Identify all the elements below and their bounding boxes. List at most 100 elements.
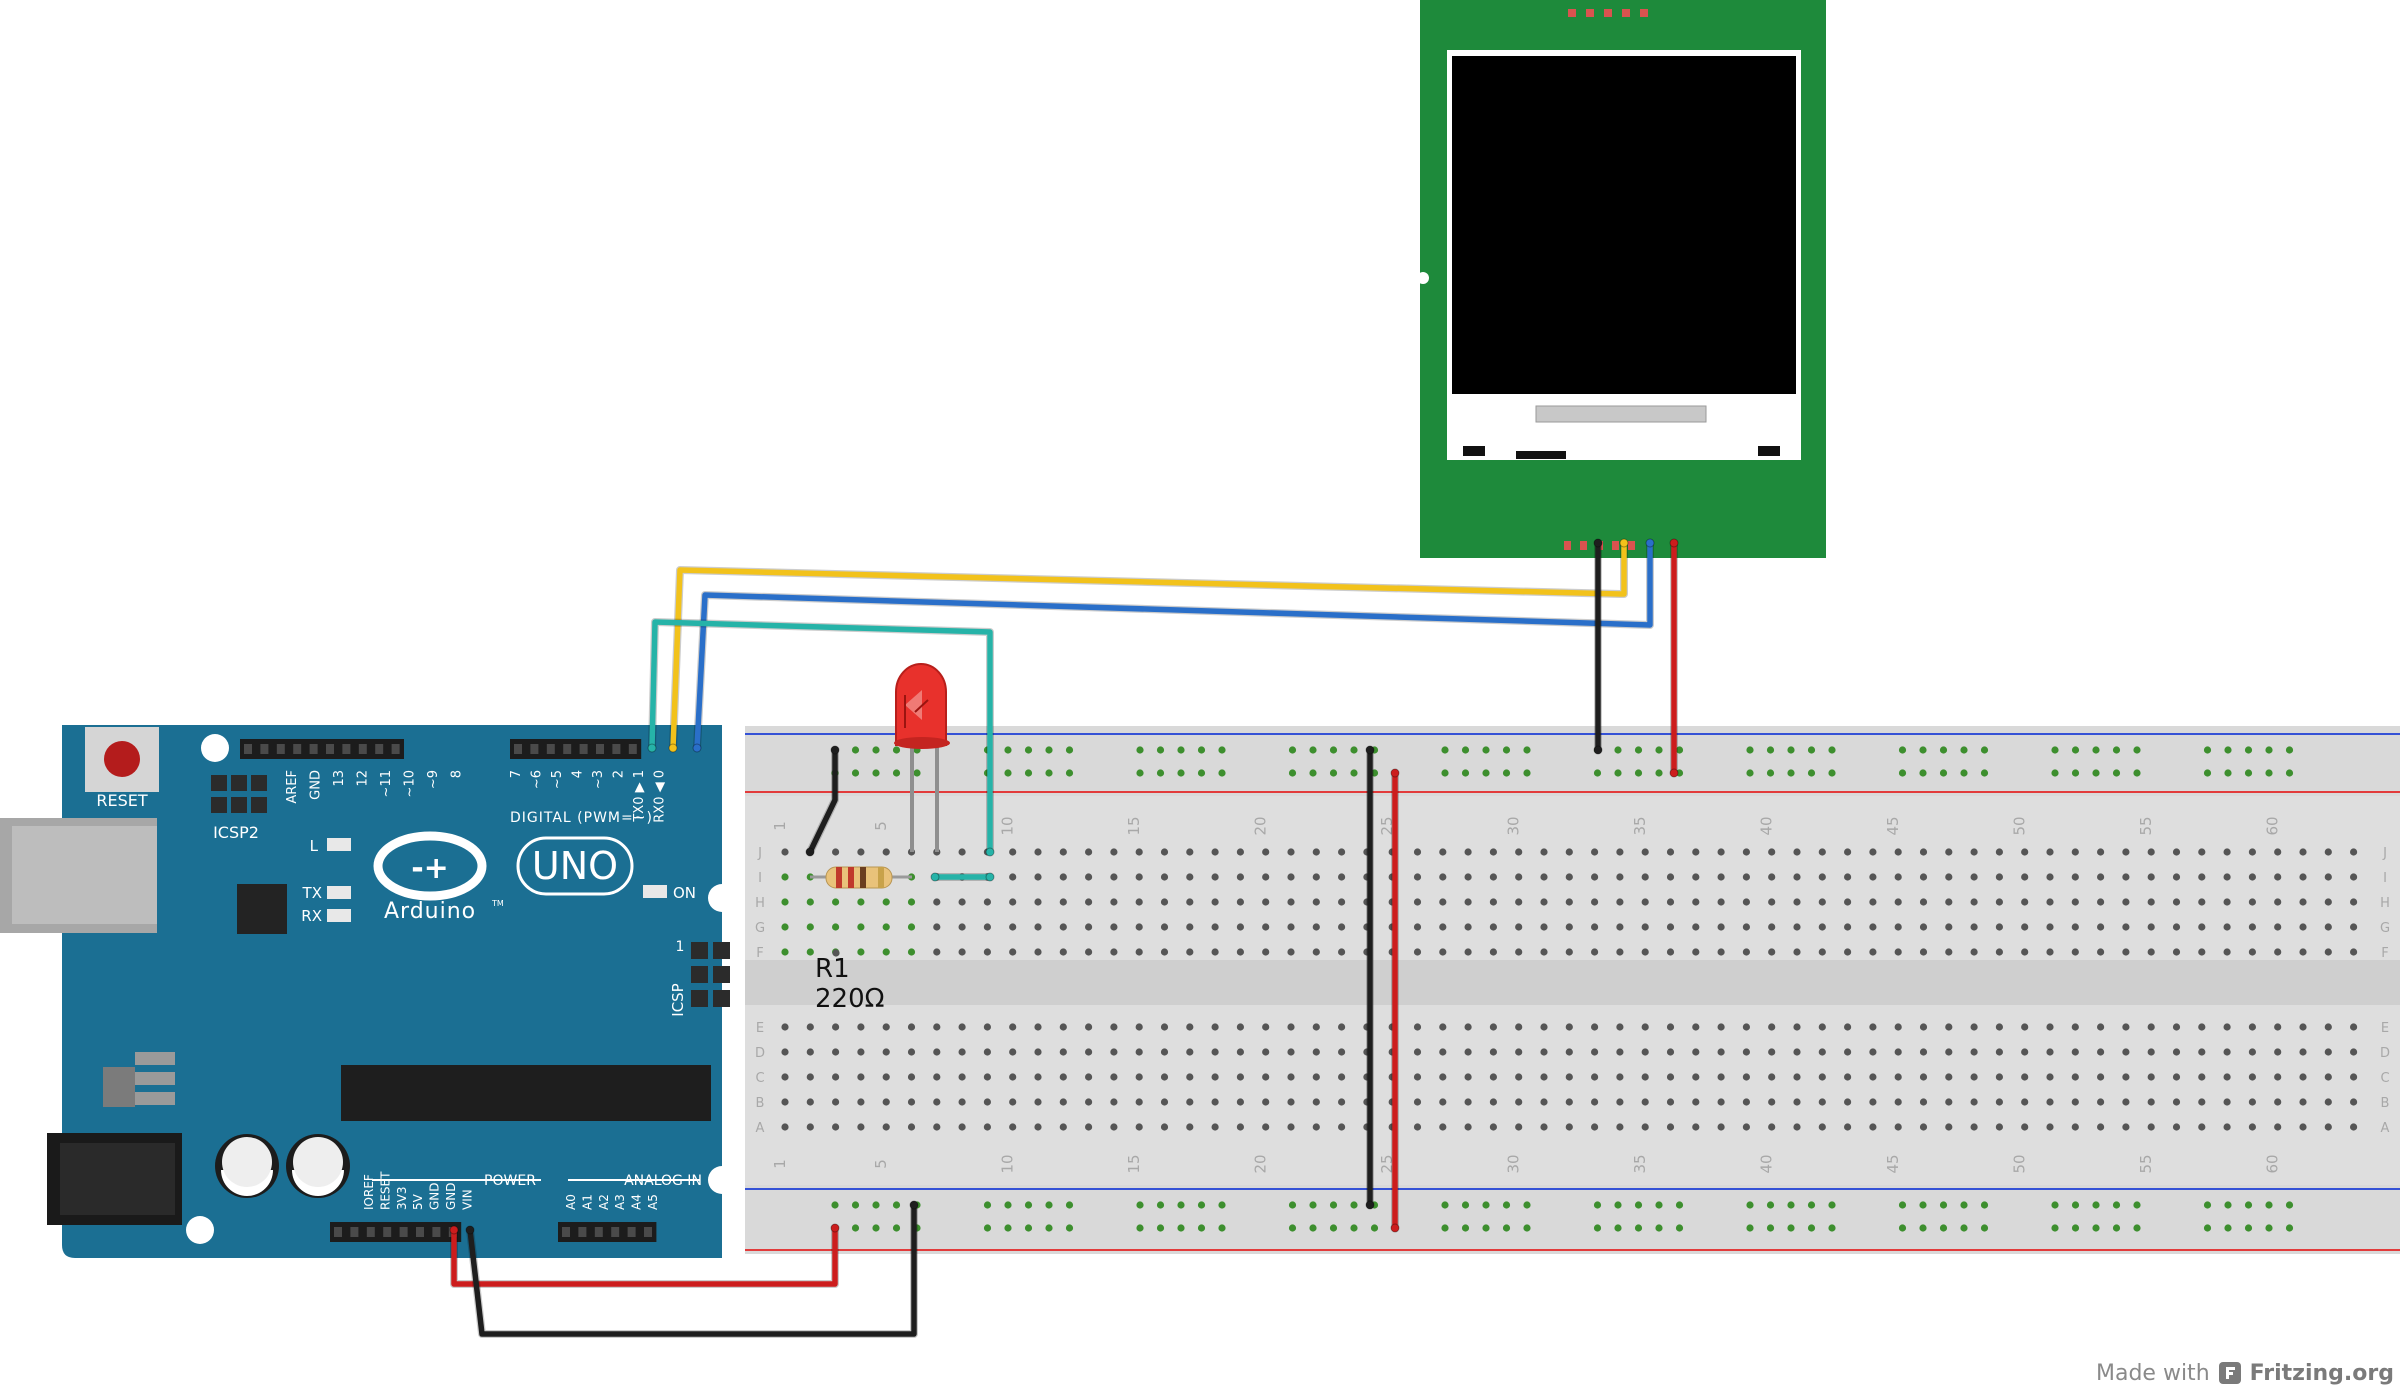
breadboard-hole bbox=[2324, 898, 2332, 906]
column-number-top: 40 bbox=[1758, 816, 1776, 835]
breadboard-hole bbox=[1287, 1098, 1295, 1106]
breadboard-hole bbox=[1616, 873, 1624, 881]
breadboard-hole bbox=[832, 1023, 840, 1031]
wire-black-gnd-end bbox=[465, 1225, 475, 1235]
breadboard-hole bbox=[1218, 1224, 1226, 1232]
breadboard-hole bbox=[1828, 746, 1836, 754]
column-number-top: 5 bbox=[872, 821, 890, 831]
breadboard-hole bbox=[1218, 769, 1226, 777]
breadboard-hole bbox=[1970, 873, 1978, 881]
breadboard-hole bbox=[2274, 848, 2282, 856]
breadboard-hole bbox=[1439, 923, 1447, 931]
breadboard-hole bbox=[1110, 1048, 1118, 1056]
breadboard-hole bbox=[2274, 923, 2282, 931]
column-number-bottom: 45 bbox=[1884, 1154, 1902, 1173]
breadboard-hole bbox=[1110, 848, 1118, 856]
wire-teal-led bbox=[649, 619, 993, 855]
breadboard-hole bbox=[1110, 873, 1118, 881]
breadboard-hole bbox=[1894, 1073, 1902, 1081]
breadboard-hole bbox=[2122, 923, 2130, 931]
breadboard-hole bbox=[1869, 1123, 1877, 1131]
breadboard-hole bbox=[1085, 1098, 1093, 1106]
breadboard-hole bbox=[1186, 1073, 1194, 1081]
breadboard-hole bbox=[832, 848, 840, 856]
analog-pin-label: A0 bbox=[564, 1194, 578, 1210]
breadboard-hole bbox=[832, 1073, 840, 1081]
wire-red-rail-bridge-end bbox=[1390, 768, 1400, 778]
row-letter: G bbox=[755, 921, 765, 936]
breadboard-hole bbox=[1135, 848, 1143, 856]
breadboard-hole bbox=[872, 769, 880, 777]
column-number-top: 60 bbox=[2264, 816, 2282, 835]
breadboard-hole bbox=[1515, 923, 1523, 931]
breadboard-hole bbox=[1262, 923, 1270, 931]
breadboard-hole bbox=[907, 1023, 916, 1031]
breadboard-hole bbox=[1338, 898, 1346, 906]
breadboard-hole bbox=[907, 898, 916, 906]
breadboard-hole bbox=[2350, 1073, 2358, 1081]
breadboard-hole bbox=[2097, 848, 2105, 856]
wire-yellow-lcd bbox=[670, 540, 1627, 751]
breadboard-hole bbox=[806, 923, 814, 931]
breadboard-hole bbox=[1085, 1073, 1093, 1081]
breadboard-hole bbox=[1807, 1201, 1816, 1209]
wire-red-5v-end bbox=[449, 1225, 459, 1235]
row-letter: B bbox=[756, 1096, 765, 1111]
breadboard-hole bbox=[857, 898, 865, 906]
breadboard-hole bbox=[806, 1073, 814, 1081]
wire-teal-jumper-end bbox=[985, 872, 995, 882]
breadboard-hole bbox=[1009, 923, 1017, 931]
power-pin-label: IOREF bbox=[362, 1174, 376, 1210]
breadboard-hole bbox=[1591, 1123, 1599, 1131]
breadboard-hole bbox=[1540, 1098, 1548, 1106]
breadboard-hole bbox=[1717, 1073, 1725, 1081]
breadboard-hole bbox=[2248, 1073, 2256, 1081]
breadboard-hole bbox=[2350, 948, 2358, 956]
breadboard-hole bbox=[1807, 769, 1816, 777]
breadboard-hole bbox=[1288, 1201, 1297, 1209]
breadboard-hole bbox=[857, 848, 865, 856]
analog-pin-label: A2 bbox=[597, 1194, 611, 1210]
digital-pin-label: ~9 bbox=[426, 770, 441, 789]
breadboard-hole bbox=[1894, 1048, 1902, 1056]
icsp-pin bbox=[713, 966, 730, 983]
fritzing-credit: Made with Fritzing.org bbox=[2096, 1358, 2394, 1388]
breadboard-hole bbox=[2122, 1073, 2130, 1081]
breadboard-hole bbox=[2021, 848, 2029, 856]
column-number-bottom: 30 bbox=[1505, 1154, 1523, 1173]
power-pin-label: GND bbox=[444, 1182, 458, 1210]
breadboard-hole bbox=[2046, 873, 2054, 881]
breadboard-hole bbox=[2147, 1098, 2155, 1106]
row-letter: G bbox=[2380, 921, 2390, 936]
icsp-pin1-label: 1 bbox=[676, 939, 685, 955]
breadboard-hole bbox=[1350, 769, 1358, 777]
wire-yellow-lcd-end bbox=[668, 743, 678, 753]
breadboard-hole bbox=[933, 1123, 941, 1131]
wire-red-lcd-vcc-end bbox=[1669, 538, 1679, 548]
breadboard-hole bbox=[1818, 1073, 1826, 1081]
breadboard-hole bbox=[1370, 1224, 1379, 1232]
breadboard-hole bbox=[1160, 1023, 1169, 1031]
breadboard-hole bbox=[1186, 1098, 1194, 1106]
breadboard-hole bbox=[2071, 898, 2079, 906]
breadboard-hole bbox=[1085, 1048, 1093, 1056]
breadboard-hole bbox=[2350, 898, 2358, 906]
power-pin-label: 3V3 bbox=[395, 1187, 409, 1210]
breadboard-hole bbox=[806, 1023, 814, 1031]
breadboard-hole bbox=[1717, 923, 1725, 931]
breadboard-hole bbox=[2248, 1123, 2256, 1131]
breadboard-hole bbox=[1489, 873, 1497, 881]
breadboard-hole bbox=[1489, 1073, 1497, 1081]
lcd-display-module bbox=[1417, 0, 1826, 558]
breadboard-hole bbox=[1312, 1098, 1320, 1106]
breadboard-hole bbox=[1995, 1023, 2003, 1031]
breadboard-hole bbox=[1787, 1201, 1795, 1209]
breadboard-hole bbox=[1135, 1048, 1143, 1056]
breadboard-hole bbox=[2198, 948, 2206, 956]
breadboard-hole bbox=[958, 948, 966, 956]
breadboard-hole bbox=[1034, 873, 1042, 881]
breadboard-hole bbox=[851, 746, 860, 754]
breadboard-hole bbox=[1156, 1224, 1165, 1232]
breadboard-hole bbox=[806, 1048, 814, 1056]
power-header-pin bbox=[334, 1227, 342, 1237]
